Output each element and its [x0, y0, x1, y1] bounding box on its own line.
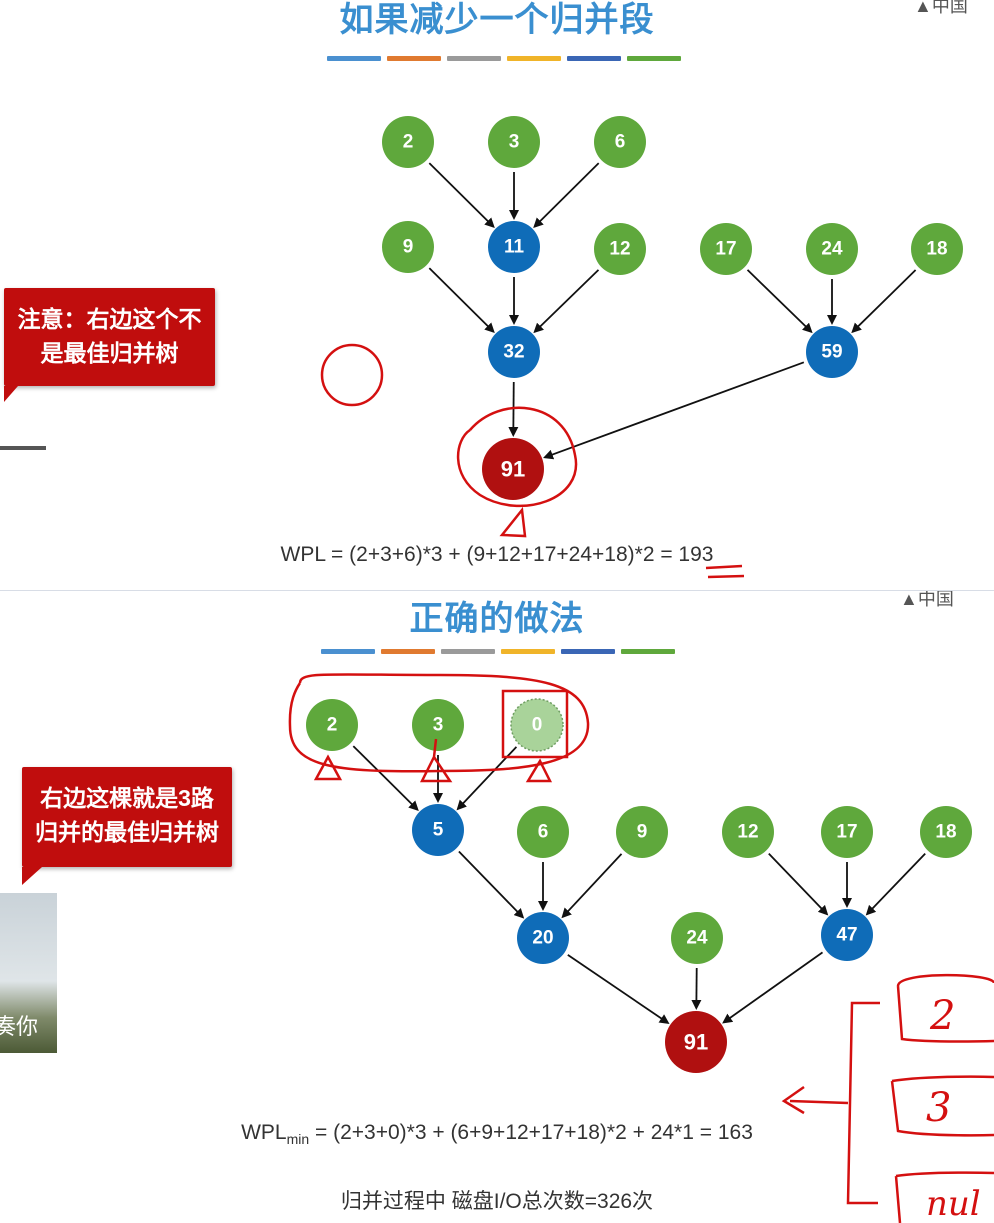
leaf-node: 24 [671, 912, 723, 964]
tree-edge [353, 746, 417, 809]
node-label: 59 [821, 342, 842, 363]
merge-node: 59 [806, 326, 858, 378]
tree-edge [568, 955, 668, 1023]
merge-node: 11 [488, 221, 540, 273]
handwritten-label: 2 [929, 993, 955, 1039]
tree-edge [748, 270, 812, 332]
leaf-node: 2 [382, 116, 434, 168]
node-label: 2 [403, 132, 414, 153]
tree-edge [459, 852, 523, 918]
leaf-node: 6 [517, 806, 569, 858]
leaf-node: 17 [700, 223, 752, 275]
merge-tree-diagram: 2 3 6 9 11 12 17 24 18 32 59 91 [0, 0, 994, 590]
node-label: 2 [327, 715, 338, 736]
node-label: 47 [836, 925, 857, 946]
tree-edge [853, 270, 916, 332]
tree-edge [867, 854, 925, 914]
root-node: 91 [482, 438, 544, 500]
virtual-node: 0 [511, 699, 563, 751]
merge-node: 5 [412, 804, 464, 856]
node-label: 9 [637, 822, 648, 843]
node-label: 6 [538, 822, 549, 843]
node-label: 0 [532, 715, 543, 736]
tree-edge [545, 362, 804, 457]
tree-edge [429, 163, 493, 226]
disk-io-text: 归并过程中 磁盘I/O总次数=326次 [0, 1185, 994, 1215]
tree-edge [769, 854, 827, 914]
leaf-node: 12 [722, 806, 774, 858]
node-label: 12 [609, 239, 630, 260]
node-label: 11 [504, 237, 525, 258]
node-label: 5 [433, 820, 444, 841]
node-label: 32 [503, 342, 524, 363]
leaf-node: 24 [806, 223, 858, 275]
tree-edge [724, 952, 823, 1022]
leaf-node: 9 [616, 806, 668, 858]
formula-prefix: WPL [241, 1121, 287, 1144]
node-label: 9 [403, 237, 414, 258]
node-label: 18 [935, 822, 956, 843]
node-label: 17 [836, 822, 857, 843]
leaf-node: 18 [920, 806, 972, 858]
leaf-node: 3 [412, 699, 464, 751]
merge-node: 20 [517, 912, 569, 964]
leaf-node: 9 [382, 221, 434, 273]
node-label: 24 [821, 239, 843, 260]
ink-mark [528, 761, 550, 781]
wpl-formula: WPL = (2+3+6)*3 + (9+12+17+24+18)*2 = 19… [0, 543, 994, 567]
formula-body: = (2+3+0)*3 + (6+9+12+17+18)*2 + 24*1 = … [309, 1121, 753, 1144]
node-label: 6 [615, 132, 626, 153]
formula-subscript: min [287, 1131, 310, 1147]
tree-edge [563, 854, 622, 917]
node-label: 17 [715, 239, 736, 260]
merge-node: 47 [821, 909, 873, 961]
ink-circle [322, 345, 382, 405]
slide-bottom: 正确的做法 ▲中国 右边这棵就是3路 归并的最佳归并树 奏你 230569121… [0, 590, 994, 1223]
ink-mark [502, 510, 525, 536]
leaf-node: 3 [488, 116, 540, 168]
leaf-node: 12 [594, 223, 646, 275]
root-node: 91 [665, 1011, 727, 1073]
wpl-min-formula: WPLmin = (2+3+0)*3 + (6+9+12+17+18)*2 + … [0, 1121, 994, 1147]
ink-underline [706, 566, 744, 577]
leaf-node: 18 [911, 223, 963, 275]
leaf-node: 6 [594, 116, 646, 168]
node-label: 24 [686, 928, 708, 949]
node-label: 18 [926, 239, 947, 260]
node-label: 91 [684, 1030, 708, 1055]
node-label: 3 [509, 132, 520, 153]
leaf-node: 2 [306, 699, 358, 751]
node-label: 91 [501, 457, 525, 482]
ink-bracket [784, 1003, 880, 1203]
merge-node: 32 [488, 326, 540, 378]
node-label: 20 [532, 928, 553, 949]
tree-edge [429, 268, 493, 331]
tree-edge [535, 270, 599, 332]
tree-edge [535, 163, 599, 226]
node-label: 12 [737, 822, 758, 843]
leaf-node: 17 [821, 806, 873, 858]
node-label: 3 [433, 715, 444, 736]
